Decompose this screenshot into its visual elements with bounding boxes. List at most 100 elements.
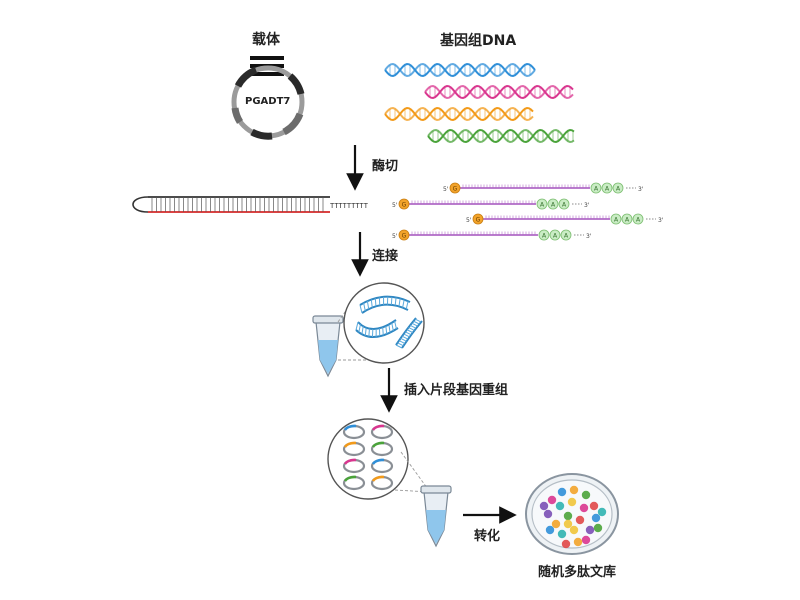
peptide-library-label: 随机多肽文库 (538, 565, 617, 580)
poly-a-base (547, 198, 559, 210)
colony-dot (557, 529, 567, 539)
poly-a-base (538, 229, 550, 241)
svg-text:G: G (476, 217, 481, 224)
g-cap-icon (472, 213, 484, 225)
dna-fragment-icon (395, 317, 423, 349)
svg-text:G: G (453, 186, 458, 193)
svg-text:3': 3' (586, 233, 592, 240)
colony-dot (545, 525, 555, 535)
recombinant-plasmid-icon (342, 475, 366, 491)
colony-dot (569, 485, 579, 495)
g-cap-icon (398, 198, 410, 210)
svg-text:A: A (636, 217, 641, 224)
svg-text:5': 5' (392, 202, 398, 209)
colony-dot (561, 539, 571, 549)
svg-text:A: A (553, 233, 558, 240)
g-cap-icon (449, 182, 461, 194)
colony-dot (591, 513, 601, 523)
microcentrifuge-tube-icon (312, 315, 344, 378)
svg-text:3': 3' (638, 186, 644, 193)
recombinant-plasmid-icon (342, 458, 366, 474)
poly-a-base (549, 229, 561, 241)
colony-dot (579, 503, 589, 513)
recombinant-plasmid-icon (370, 458, 394, 474)
dna-fragment-icon (359, 295, 411, 314)
poly-a-base (612, 182, 624, 194)
linker-adapter-icon: TTTTTTTTT (132, 196, 369, 213)
genomic-dna-group (384, 63, 575, 143)
colony-dot (581, 535, 591, 545)
colony-dot (555, 501, 565, 511)
recombinant-plasmid-icon (342, 441, 366, 457)
dna-helix-icon (424, 85, 574, 99)
svg-text:G: G (402, 233, 407, 240)
poly-a-base (621, 213, 633, 225)
svg-text:A: A (542, 233, 547, 240)
svg-text:A: A (625, 217, 630, 224)
svg-text:A: A (562, 202, 567, 209)
recombinant-plasmid-icon (342, 424, 366, 440)
colony-dot (569, 525, 579, 535)
recombinant-plasmid-icon (370, 475, 394, 491)
digestion-label: 酶切 (372, 159, 399, 174)
colony-dot (585, 525, 595, 535)
dna-helix-icon (384, 63, 536, 77)
colony-dot (581, 490, 591, 500)
svg-text:A: A (564, 233, 569, 240)
dna-fragment-icon (355, 319, 399, 338)
ligation-label: 连接 (372, 249, 399, 264)
insert-recombination-label: 插入片段基因重组 (404, 383, 509, 398)
colony-dot (557, 487, 567, 497)
colony-dot (563, 511, 573, 521)
poly-a-base (610, 213, 622, 225)
colony-dot (575, 515, 585, 525)
colony-dot (597, 507, 607, 517)
svg-text:G: G (402, 202, 407, 209)
dna-helix-icon (427, 129, 575, 143)
colony-dot (593, 523, 603, 533)
dna-helix-icon (384, 107, 534, 121)
colony-dot (551, 519, 561, 529)
poly-a-base (632, 213, 644, 225)
poly-a-base (536, 198, 548, 210)
svg-text:A: A (540, 202, 545, 209)
poly-a-base (558, 198, 570, 210)
svg-text:3': 3' (584, 202, 590, 209)
colony-dot (589, 501, 599, 511)
fragment-magnifier-icon (343, 282, 425, 364)
svg-text:5': 5' (443, 186, 449, 193)
svg-text:A: A (614, 217, 619, 224)
svg-text:A: A (551, 202, 556, 209)
microcentrifuge-tube-icon-2 (420, 485, 452, 548)
colony-dot (539, 501, 549, 511)
svg-text:A: A (605, 186, 610, 193)
vector-title: 载体 (252, 32, 280, 48)
g-cap-icon (398, 229, 410, 241)
plasmid-name-label: PGADT7 (245, 96, 291, 107)
recombinant-plasmid-icon (370, 441, 394, 457)
plasmid-icon (231, 56, 305, 140)
svg-text:A: A (616, 186, 621, 193)
recombinant-plasmids-icon (327, 418, 409, 500)
petri-dish-icon (525, 473, 619, 555)
poly-t-tail: TTTTTTTTT (330, 202, 369, 210)
colony-dot (567, 497, 577, 507)
svg-text:A: A (594, 186, 599, 193)
recombinant-plasmid-icon (370, 424, 394, 440)
genomic-dna-title: 基因组DNA (440, 33, 517, 49)
transformation-label: 转化 (474, 529, 501, 544)
svg-text:5': 5' (466, 217, 472, 224)
colony-dot (547, 495, 557, 505)
colony-dot (573, 537, 583, 547)
svg-text:3': 3' (658, 217, 664, 224)
colony-dot (543, 509, 553, 519)
svg-text:5': 5' (392, 233, 398, 240)
colony-dot (563, 519, 573, 529)
poly-a-base (601, 182, 613, 194)
